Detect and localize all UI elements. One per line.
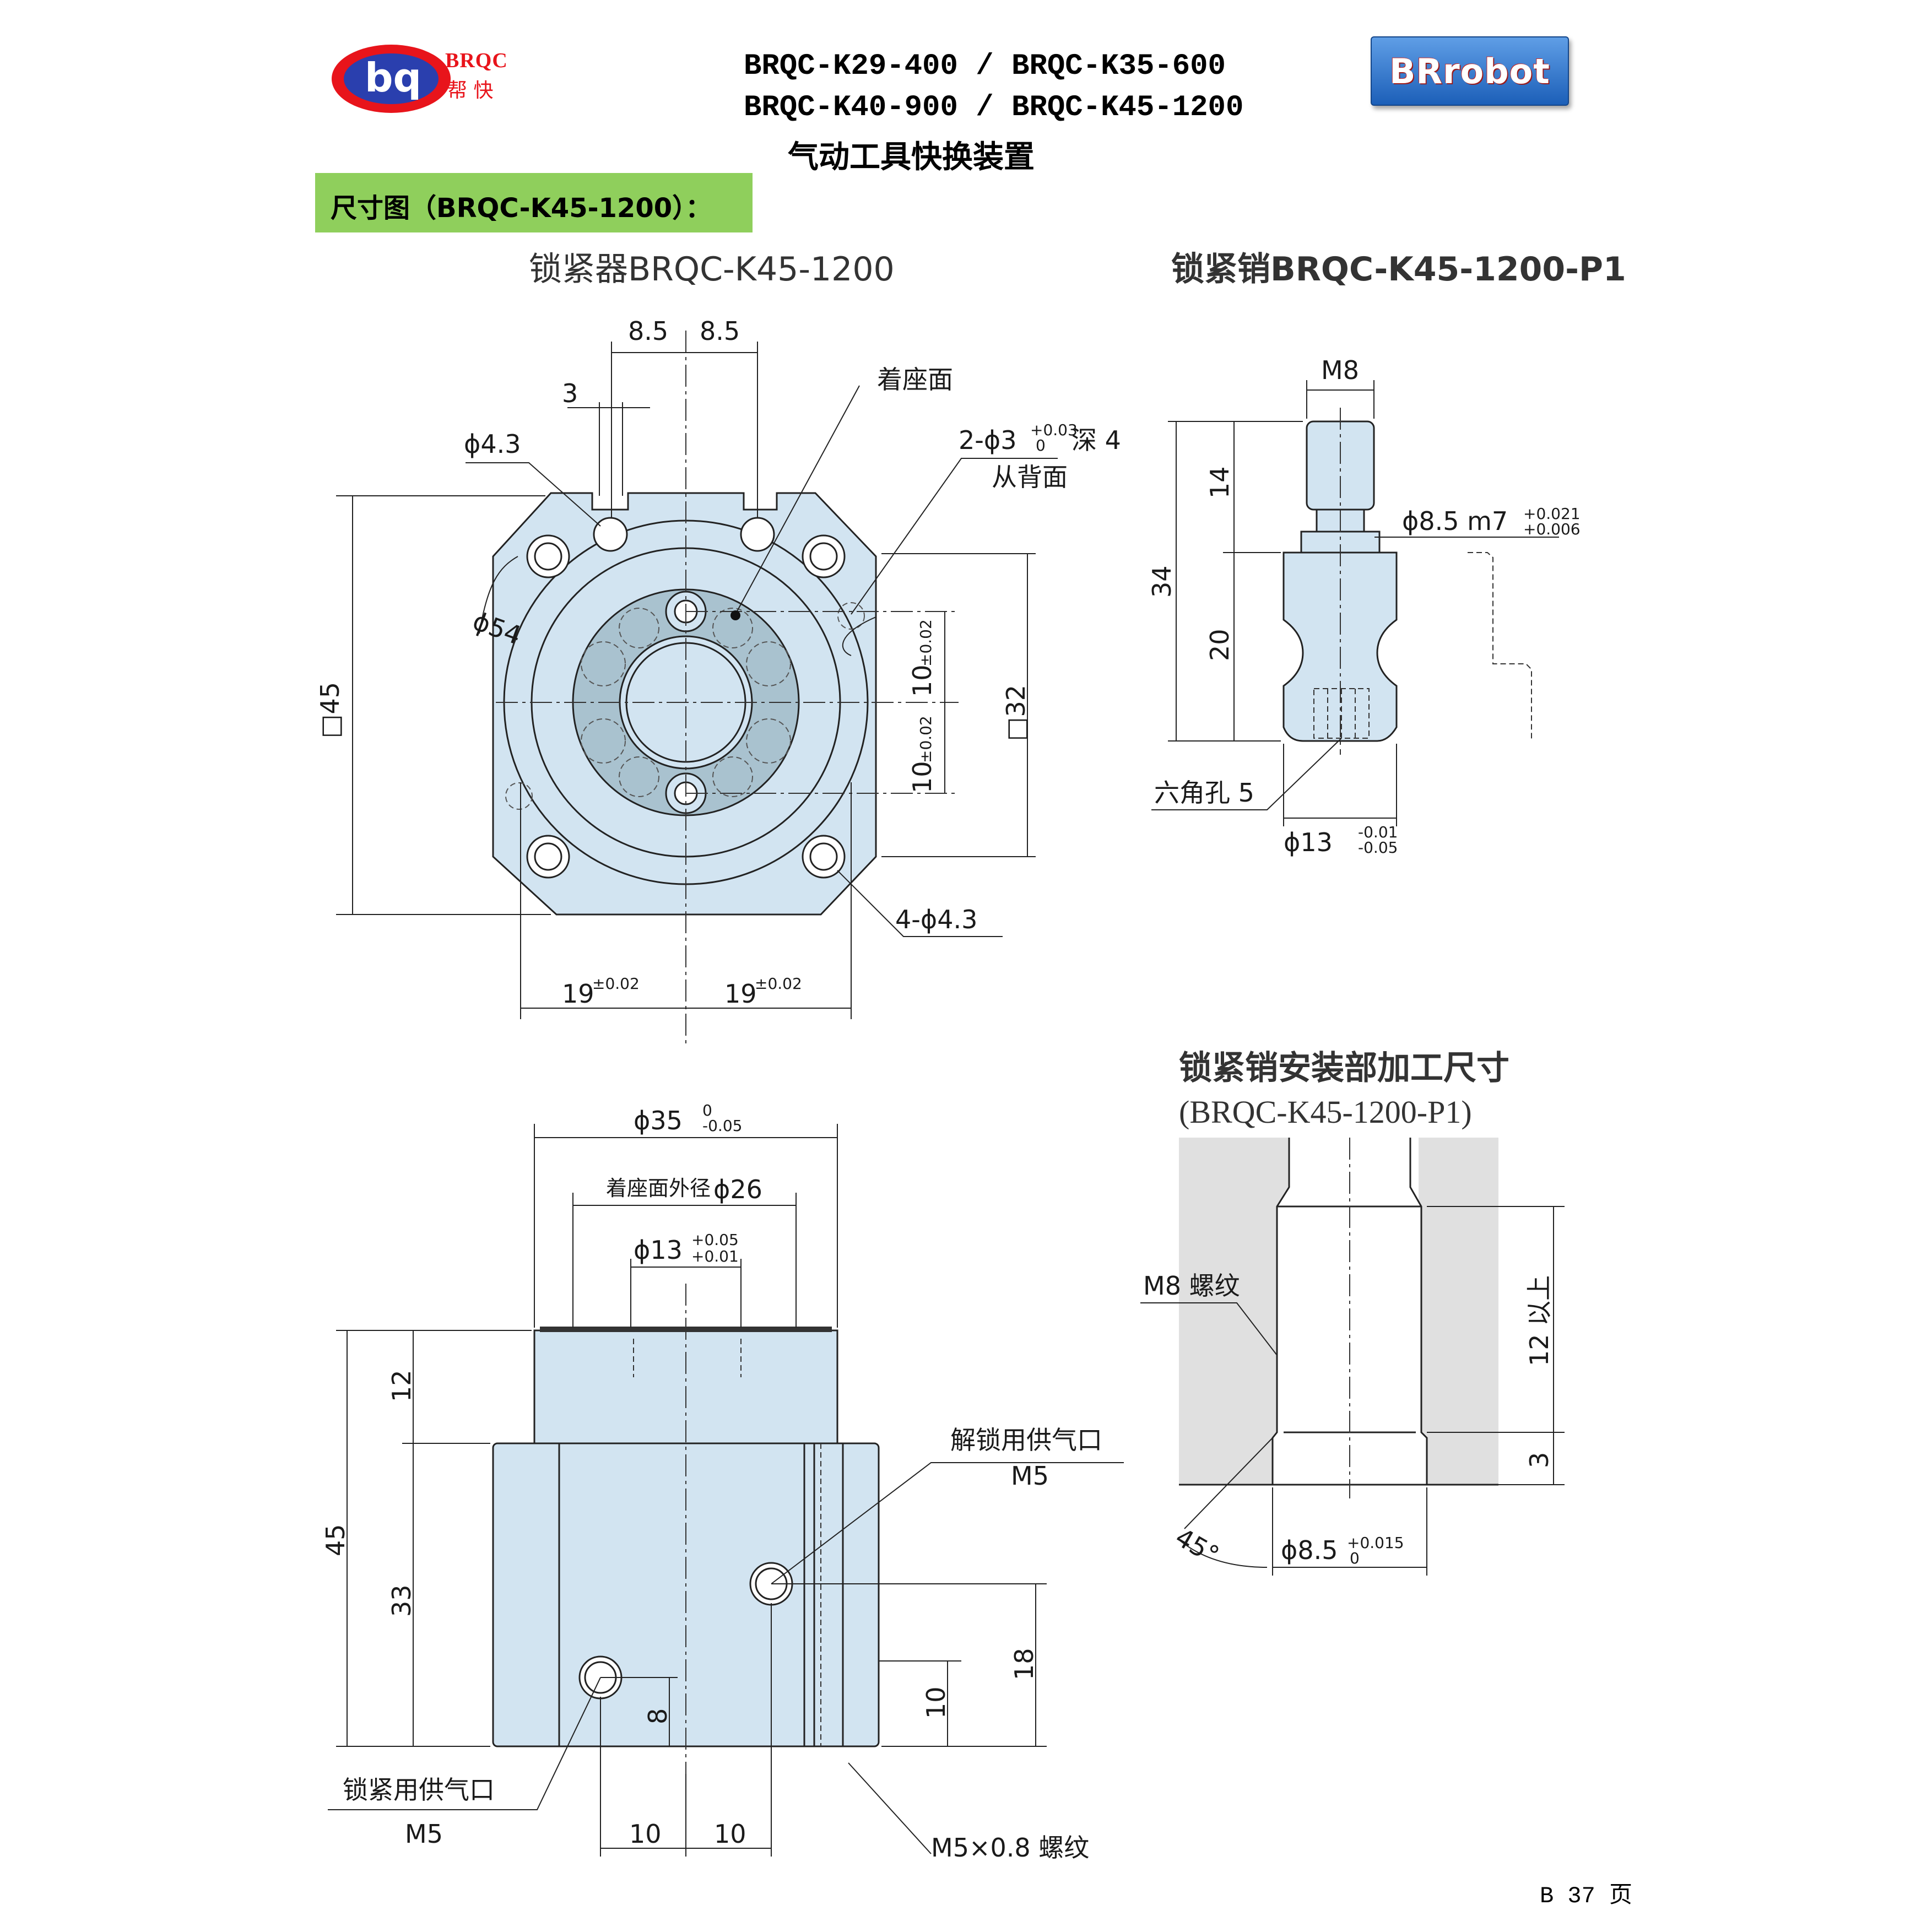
dim-19-right: 19: [724, 979, 757, 1009]
dim-3: 3: [562, 378, 578, 408]
dim-2-phi3-tol-lo: 0: [1036, 436, 1046, 454]
label-from-back: 从背面: [992, 462, 1068, 492]
side-dim-phi13: ϕ13: [634, 1235, 683, 1265]
dim-2-phi3-depth: 深 4: [1071, 425, 1121, 455]
side-label-seat-od: 着座面外径: [606, 1176, 711, 1200]
dim-19-left-tol: ±0.02: [592, 975, 640, 993]
pin-dim-14: 14: [1205, 466, 1235, 499]
lock-pin-view: M8 14 34 20 ϕ8.5 m7 +0.021 +0.006 六角孔 5 …: [1147, 355, 1581, 857]
pin-dim-phi8-5-lo: +0.006: [1523, 520, 1581, 538]
side-dim-8: 8: [643, 1708, 673, 1724]
title-line-1: BRQC-K29-400 / BRQC-K35-600: [744, 50, 1226, 83]
pin-dim-phi13-up: -0.01: [1358, 823, 1398, 841]
dim-square-45: □45: [315, 682, 345, 738]
badge-text: BRrobot: [1389, 51, 1550, 91]
side-label-lock-m5: M5: [405, 1819, 443, 1849]
dim-19-left: 19: [562, 979, 594, 1009]
dim-10-lower: 10: [907, 761, 937, 793]
pin-mount-view: M8 螺纹 12 以上 3 45° ϕ8.5 +0.015 0: [1140, 1138, 1565, 1576]
mount-dim-3: 3: [1524, 1452, 1554, 1468]
dim-8-5-right: 8.5: [700, 316, 740, 346]
brrobot-badge: BRrobot: [1371, 36, 1569, 106]
title-line-3: 气动工具快换装置: [788, 139, 1035, 175]
dim-phi4-3: ϕ4.3: [464, 429, 521, 459]
dim-10-upper-tol: ±0.02: [917, 619, 935, 667]
side-dim-phi13-lo: +0.01: [691, 1247, 739, 1265]
side-label-unlock-port: 解锁用供气口: [950, 1425, 1102, 1455]
logo-chinese-text: 帮 快: [447, 79, 494, 102]
mount-view-title: 锁紧销安装部加工尺寸: [1179, 1049, 1509, 1087]
side-dim-phi35-lo: -0.05: [702, 1117, 742, 1135]
pin-dim-phi13-lo: -0.05: [1358, 838, 1398, 857]
side-dim-10-vertical: 10: [921, 1686, 951, 1719]
dim-square-32: □32: [1001, 685, 1031, 741]
side-dim-phi35: ϕ35: [634, 1106, 683, 1135]
pin-label-hex: 六角孔 5: [1154, 778, 1254, 808]
side-dim-phi35-up: 0: [702, 1101, 712, 1119]
dim-2-phi3: 2-ϕ3: [959, 425, 1016, 455]
dim-2-phi3-tol-up: +0.03: [1030, 421, 1078, 439]
pin-dim-m8: M8: [1321, 355, 1359, 385]
dim-19-right-tol: ±0.02: [755, 975, 802, 993]
logo-brand-text: BRQC: [445, 49, 508, 72]
locker-top-view: 8.5 8.5 3 ϕ4.3 着座面 2-ϕ3 +0.03 0 深 4 从背面 …: [315, 316, 1121, 1047]
pin-dim-20: 20: [1205, 629, 1235, 661]
dim-10-upper: 10: [907, 664, 937, 697]
title-line-2: BRQC-K40-900 / BRQC-K45-1200: [744, 91, 1244, 125]
mount-view-subtitle: (BRQC-K45-1200-P1): [1179, 1094, 1472, 1130]
pin-dim-phi8-5-up: +0.021: [1523, 505, 1581, 523]
pin-view-title: 锁紧销BRQC-K45-1200-P1: [1171, 250, 1626, 289]
logo-mark: bq: [365, 55, 421, 101]
dim-10-lower-tol: ±0.02: [917, 716, 935, 763]
dim-8-5-left: 8.5: [628, 316, 668, 346]
brqc-logo: bq: [332, 45, 451, 113]
mount-dim-45-degree: 45°: [1171, 1522, 1225, 1571]
side-label-lock-port: 锁紧用供气口: [343, 1775, 495, 1805]
side-dim-phi13-up: +0.05: [691, 1231, 739, 1249]
pin-dim-34: 34: [1147, 565, 1177, 598]
side-dim-10-h2: 10: [714, 1819, 746, 1849]
side-dim-phi26: ϕ26: [713, 1175, 762, 1204]
side-label-thread: M5×0.8 螺纹: [931, 1833, 1089, 1863]
mount-label-m8-thread: M8 螺纹: [1143, 1271, 1240, 1301]
side-dim-10-h1: 10: [629, 1819, 662, 1849]
pin-dim-phi13: ϕ13: [1284, 827, 1333, 857]
page-number: B 37 页: [1540, 1883, 1633, 1909]
side-dim-45: 45: [321, 1524, 350, 1556]
mount-dim-phi8-5-lo: 0: [1350, 1549, 1360, 1567]
side-dim-12: 12: [387, 1370, 416, 1402]
section-label: 尺寸图（BRQC-K45-1200）：: [331, 193, 712, 224]
label-seat-face: 着座面: [877, 365, 953, 394]
mount-dim-phi8-5: ϕ8.5: [1281, 1535, 1338, 1565]
pin-dim-phi8-5: ϕ8.5 m7: [1402, 506, 1508, 536]
side-label-unlock-m5: M5: [1011, 1461, 1049, 1491]
dim-4-phi4-3: 4-ϕ4.3: [895, 905, 977, 934]
side-dim-33: 33: [387, 1584, 416, 1617]
section-bar: [315, 173, 753, 232]
side-dim-18: 18: [1009, 1648, 1039, 1680]
locker-side-view: ϕ35 0 -0.05 着座面外径 ϕ26 ϕ13 +0.05 +0.01 12…: [321, 1101, 1124, 1863]
locker-view-title: 锁紧器BRQC-K45-1200: [529, 250, 895, 289]
mount-dim-phi8-5-up: +0.015: [1347, 1534, 1404, 1552]
mount-dim-12-more: 12 以上: [1524, 1275, 1554, 1366]
